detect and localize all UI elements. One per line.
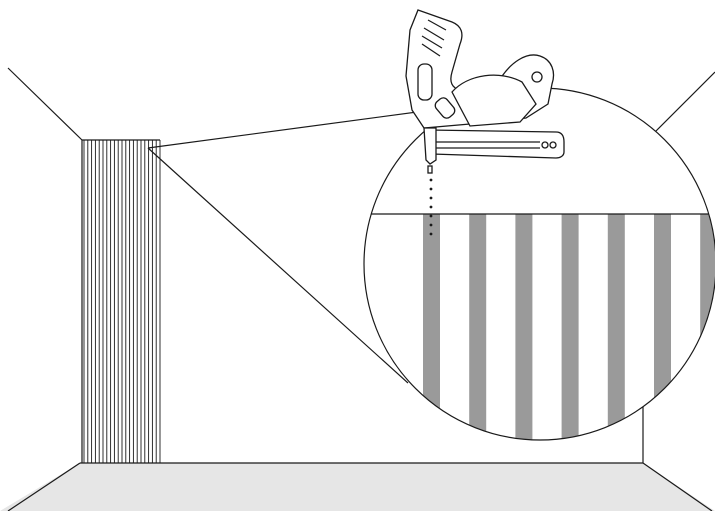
ceiling-line-left	[7, 67, 83, 141]
dotted-nail-path-icon	[429, 178, 433, 236]
nailer-knob	[531, 71, 543, 83]
zoom-projection	[147, 109, 433, 384]
magazine-bolt-2	[549, 141, 557, 149]
zoom-line-upper	[147, 109, 433, 149]
floor-left-edge	[7, 462, 81, 511]
magazine-bolt-1	[541, 141, 549, 149]
magnifier-fill	[364, 88, 715, 440]
ceiling-line-right	[654, 71, 715, 133]
nail-path-dot	[429, 196, 433, 200]
grip-line-1	[427, 19, 447, 31]
grip-line-3	[421, 35, 443, 49]
nail-path-dot	[429, 187, 433, 191]
magnified-slat	[607, 214, 625, 440]
magnified-slat	[654, 214, 671, 440]
nailer-window-2	[434, 97, 456, 119]
slat-wall-panel	[83, 140, 161, 463]
nailer-window	[417, 63, 433, 101]
grip-line-4	[421, 43, 441, 57]
nailer-body	[451, 74, 537, 127]
zoom-line-lower	[147, 147, 409, 384]
magnified-slat	[700, 214, 715, 440]
magnified-slat	[515, 214, 533, 440]
nail-path-dot	[429, 232, 433, 236]
nail-path-dot	[429, 223, 433, 227]
magnified-slat	[469, 214, 487, 440]
nailer-tip	[427, 165, 433, 174]
floor	[0, 463, 715, 511]
nail-path-dot	[429, 214, 433, 218]
nail-path-dot	[429, 205, 433, 209]
nailer-nose	[423, 127, 437, 165]
magnified-slat	[423, 214, 440, 440]
grip-line-2	[423, 27, 445, 41]
brad-nailer-icon	[405, 9, 565, 174]
nail-path-dot	[429, 178, 433, 182]
magnified-slat	[561, 214, 579, 440]
nailer-magazine	[427, 129, 565, 159]
room	[0, 67, 715, 511]
floor-right-edge	[642, 462, 713, 511]
magnified-view	[363, 87, 715, 441]
